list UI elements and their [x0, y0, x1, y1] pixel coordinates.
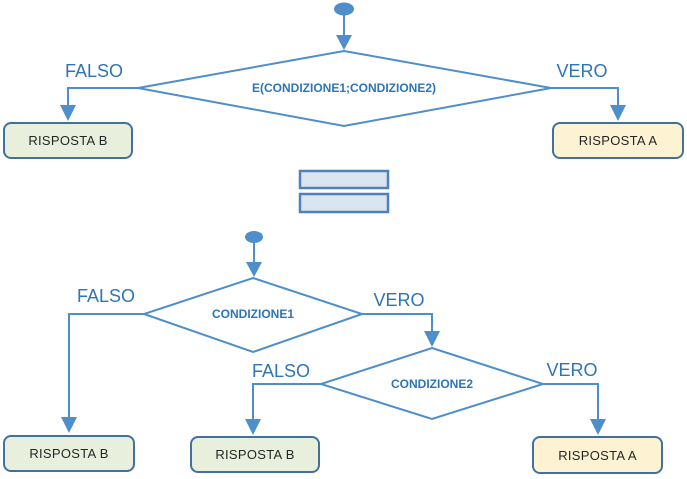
- arrowhead-down-icon: [60, 105, 76, 121]
- equals-top-bar: [298, 169, 390, 190]
- arrowhead-down-icon: [610, 105, 626, 121]
- condition1-label: CONDIZIONE1: [211, 307, 295, 321]
- equals-icon: [298, 169, 390, 214]
- condition2-label: CONDIZIONE2: [390, 377, 474, 391]
- true-branch-label: VERO: [556, 61, 608, 81]
- arrowhead-down-icon: [246, 262, 262, 277]
- arrowhead-down-icon: [336, 35, 352, 50]
- result-box-risposta-a: RISPOSTA A: [532, 436, 663, 474]
- start-terminator-dot: [334, 2, 354, 16]
- condition2-false-branch-label: FALSO: [251, 361, 311, 381]
- arrowhead-down-icon: [245, 419, 261, 435]
- condition2-true-connector-line: [543, 383, 599, 420]
- condition2-false-connector-line: [252, 383, 321, 420]
- arrowhead-down-icon: [61, 417, 77, 433]
- false-branch-label: FALSO: [64, 61, 124, 81]
- condition1-true-branch-label: VERO: [373, 290, 425, 310]
- decision-diamond-condition2: [317, 346, 547, 421]
- false-connector-line: [67, 87, 138, 106]
- start-terminator-dot: [245, 231, 263, 243]
- combined-flowchart-shapes: [60, 2, 626, 128]
- expanded-flowchart-shapes: [61, 231, 606, 435]
- arrowhead-down-icon: [590, 419, 606, 435]
- decision-diamond-combined: [137, 49, 552, 128]
- result-box-risposta-b: RISPOSTA B: [3, 122, 133, 159]
- true-connector-line: [551, 87, 619, 106]
- condition1-false-branch-label: FALSO: [76, 286, 136, 306]
- result-box-risposta-b: RISPOSTA B: [3, 435, 135, 472]
- result-box-risposta-a: RISPOSTA A: [552, 122, 684, 159]
- condition1-false-connector-line: [68, 313, 144, 418]
- result-box-risposta-b: RISPOSTA B: [190, 436, 320, 473]
- condition1-true-connector-line: [362, 313, 433, 332]
- condition-combined-label: E(CONDIZIONE1;CONDIZIONE2): [251, 81, 437, 95]
- arrowhead-down-icon: [424, 331, 440, 347]
- decision-diamond-condition1: [140, 276, 366, 354]
- condition2-true-branch-label: VERO: [546, 360, 598, 380]
- equals-bottom-bar: [298, 192, 390, 214]
